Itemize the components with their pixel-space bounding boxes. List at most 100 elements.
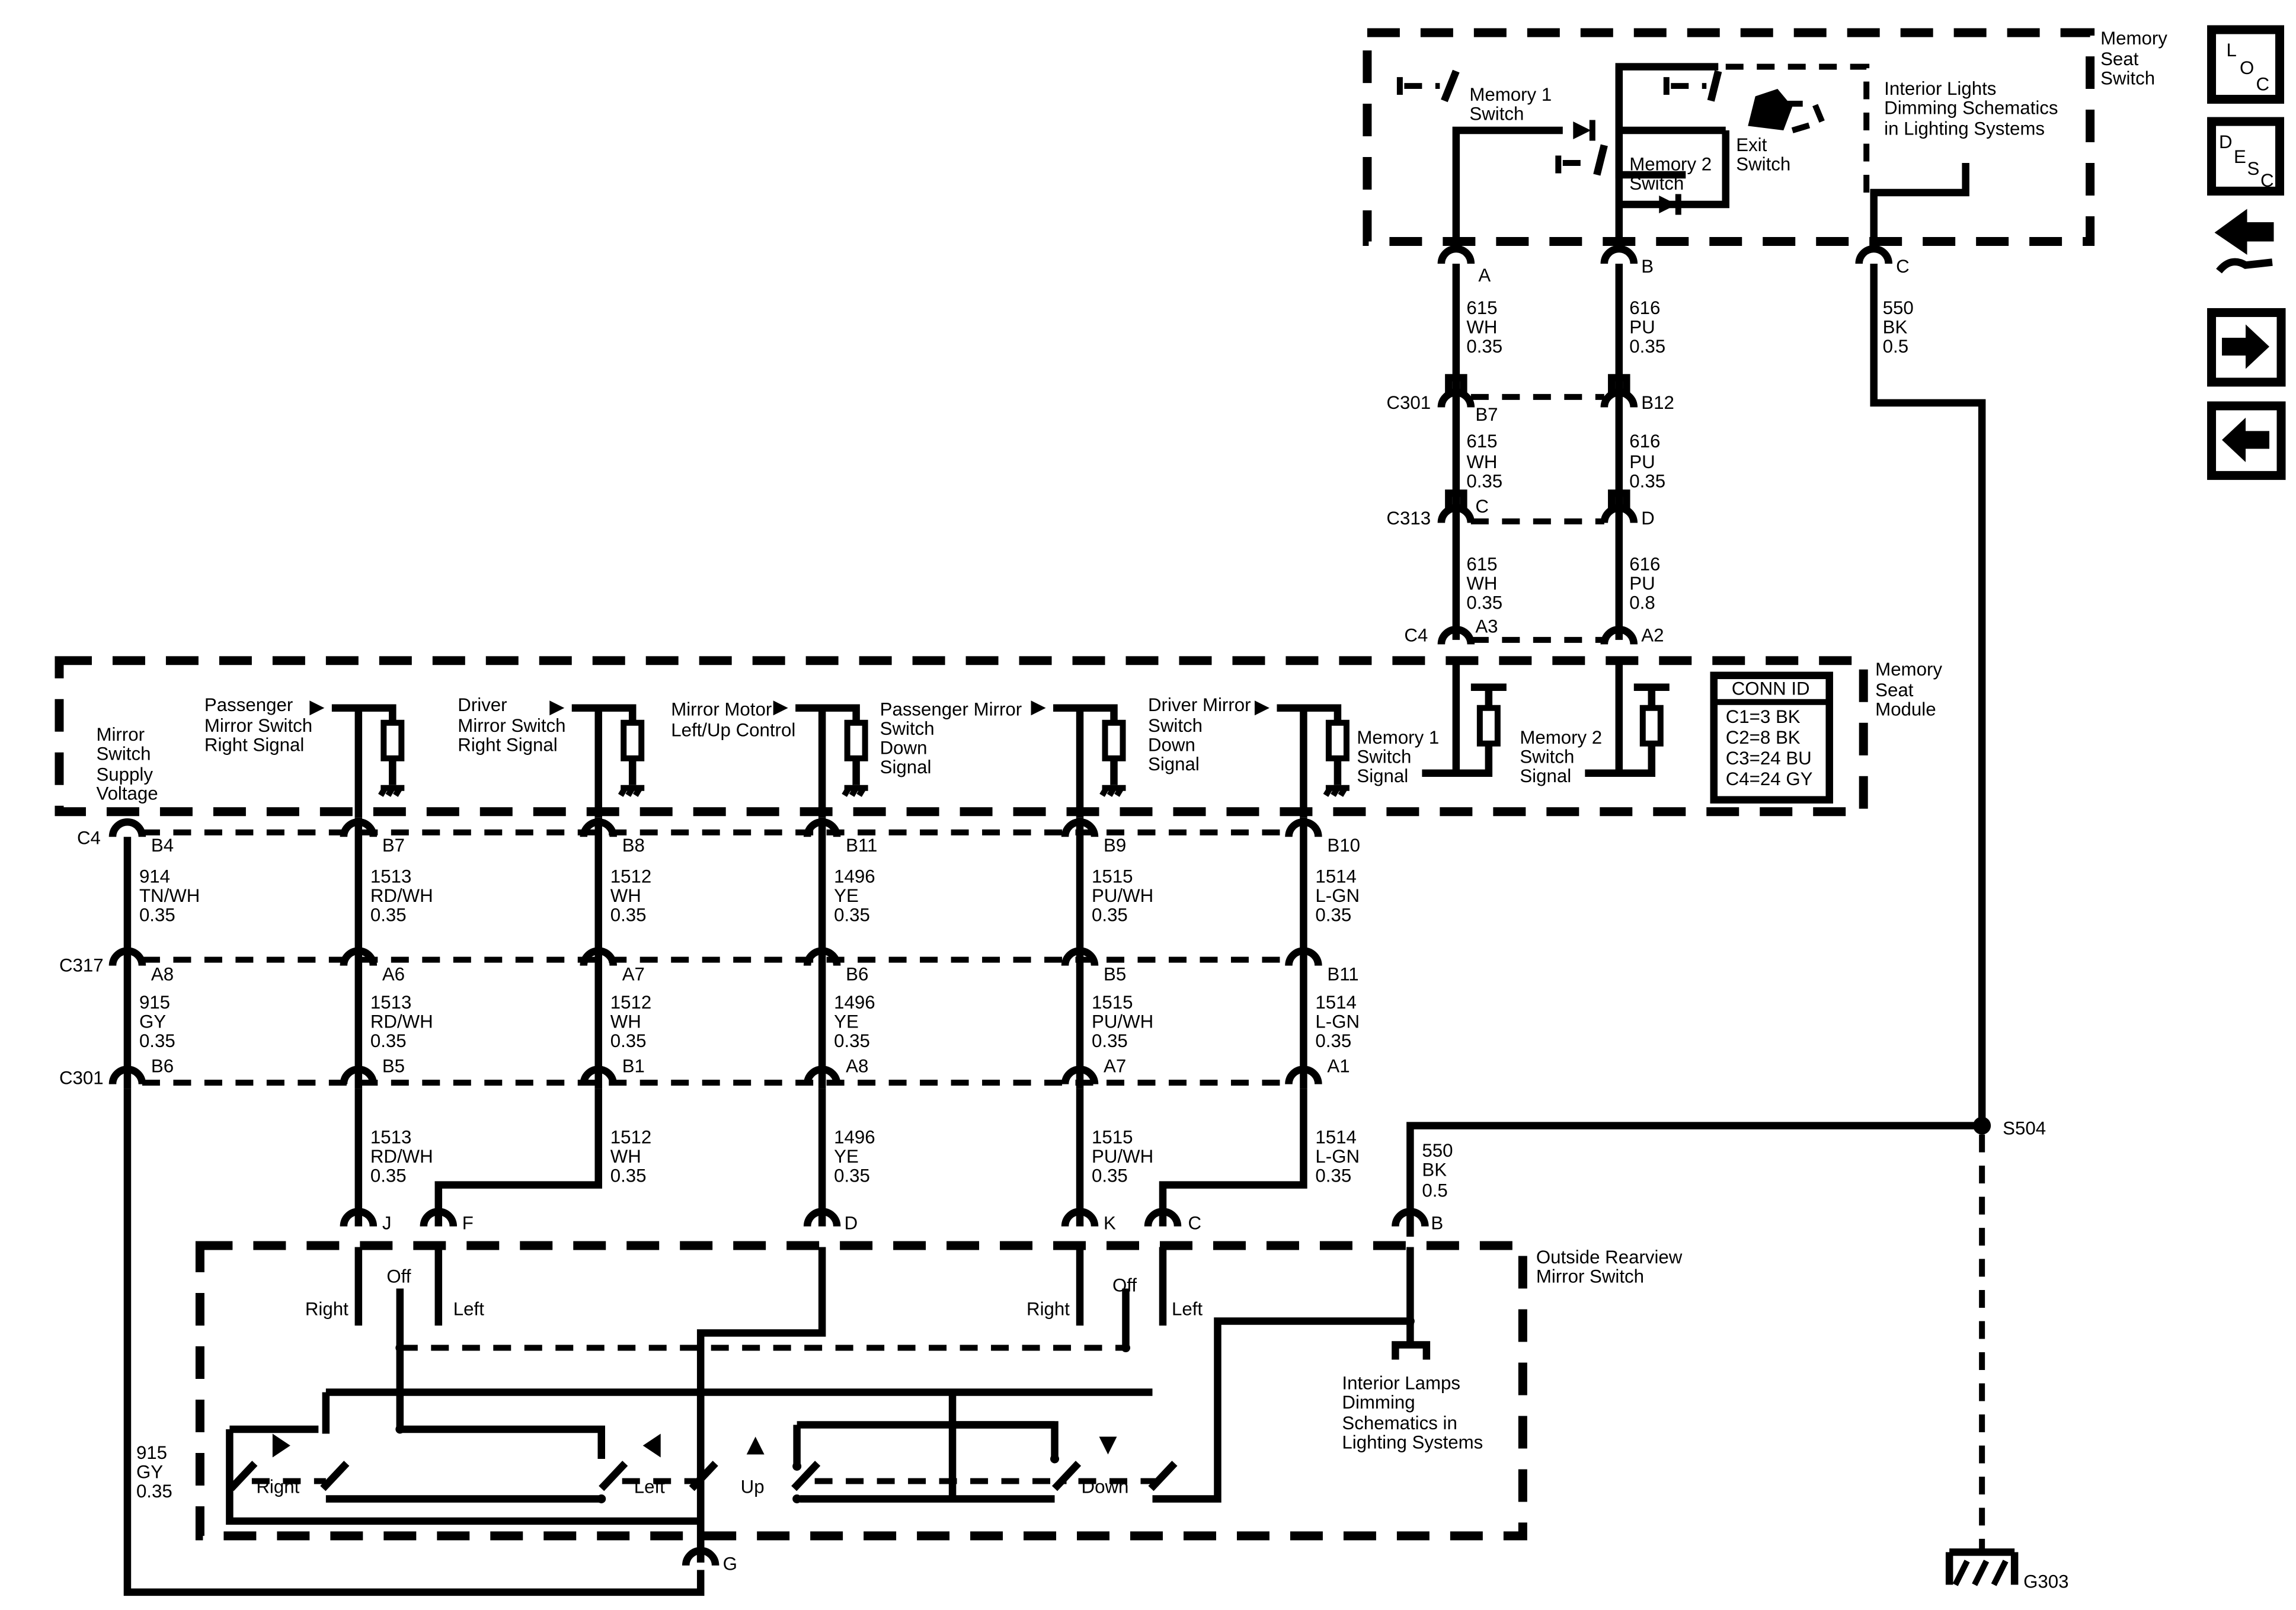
label-off-a: Off xyxy=(386,1266,411,1287)
mirror-switch-title-2: Mirror Switch xyxy=(1536,1266,1644,1287)
wire-row2-3-line-1: YE xyxy=(834,1012,859,1032)
wire-row2-5-line-1: L-GN xyxy=(1315,1012,1360,1032)
mirror-pin-b: B xyxy=(1431,1213,1443,1234)
diagnostic-tools-icon[interactable] xyxy=(2214,209,2274,274)
pin-c301-5: A1 xyxy=(1327,1056,1350,1077)
mirror-switch-title-1: Outside Rearview xyxy=(1536,1247,1683,1267)
c4-pin-a3: A3 xyxy=(1475,616,1498,636)
arrow-right-triangle-icon xyxy=(272,1433,290,1458)
label-drv-down-2: Switch xyxy=(1148,715,1203,736)
c301-pin-b12: B12 xyxy=(1641,392,1674,413)
conn-id-row-4: C4=24 GY xyxy=(1726,769,1813,789)
label-supply-3: Supply xyxy=(96,764,153,785)
wire-row3-4-line-2: 0.35 xyxy=(1315,1166,1351,1186)
dimming-lamps-3[interactable]: Schematics in xyxy=(1342,1413,1457,1433)
splice-s504 xyxy=(1973,1116,1991,1135)
dimming-lamps-2[interactable]: Dimming xyxy=(1342,1392,1415,1413)
mirror-pin-f: F xyxy=(462,1213,474,1234)
wire-row1-2-line-1: WH xyxy=(610,885,641,906)
wire-row3-0-line-2: 0.35 xyxy=(370,1166,407,1186)
mirror-pin-k: K xyxy=(1104,1213,1116,1234)
wire-550-c1-gauge: 0.5 xyxy=(1883,336,1908,357)
label-drv-down-4: Signal xyxy=(1148,754,1200,774)
pin-b: B xyxy=(1641,256,1654,277)
memory-seat-switch: Memory Seat Switch Memory 1 Switch Memor… xyxy=(1363,28,2167,246)
wire-row3-0-line-1: RD/WH xyxy=(370,1146,433,1167)
label-up-switch: Up xyxy=(741,1476,765,1497)
wire-row1-0-line-1: TN/WH xyxy=(139,885,200,906)
dimming-link-2[interactable]: Dimming Schematics xyxy=(1884,98,2058,119)
pin-c301-0: B6 xyxy=(151,1056,174,1077)
dimming-link-1[interactable]: Interior Lights xyxy=(1884,78,1996,99)
wire-616-b3-gauge: 0.8 xyxy=(1629,592,1655,613)
label-motor-2: Left/Up Control xyxy=(671,719,795,740)
conn-id-row-2: C2=8 BK xyxy=(1726,727,1801,748)
pin-c301-4: A7 xyxy=(1104,1056,1126,1077)
dimming-link-3[interactable]: in Lighting Systems xyxy=(1884,119,2045,139)
wire-615-a3-gauge: 0.35 xyxy=(1466,592,1502,613)
label-mem2-3: Signal xyxy=(1520,766,1571,786)
pin-c317-1: A6 xyxy=(382,964,405,985)
dimming-lamps-4[interactable]: Lighting Systems xyxy=(1342,1432,1483,1452)
conn-id-title: CONN ID xyxy=(1732,678,1810,699)
c301-pin-b7: B7 xyxy=(1475,404,1498,425)
ground-g303-icon xyxy=(1945,1548,2019,1586)
label-drv-right-2: Mirror Switch xyxy=(458,715,565,736)
outside-rearview-mirror-switch: Outside Rearview Mirror Switch Right Off… xyxy=(195,1241,1683,1563)
c313-pin-d: D xyxy=(1641,508,1655,529)
wire-row1-4-line-1: PU/WH xyxy=(1092,885,1153,906)
wire-row1-0-line-2: 0.35 xyxy=(139,905,175,926)
c317-label: C317 xyxy=(59,955,104,976)
module-title-2: Seat xyxy=(1875,680,1914,700)
c4-label: C4 xyxy=(77,828,101,849)
loc-letter-l: L xyxy=(2227,40,2237,60)
pin-c301-3: A8 xyxy=(846,1056,868,1077)
location-button[interactable]: L O C xyxy=(2207,25,2285,104)
label-mem1-3: Signal xyxy=(1357,766,1408,786)
arrow-left-triangle-icon xyxy=(642,1433,661,1458)
mirror-pin-j: J xyxy=(382,1213,392,1234)
label-left-a: Left xyxy=(453,1299,484,1320)
label-supply-1: Mirror xyxy=(96,724,145,745)
label-pass-right-3: Right Signal xyxy=(204,734,304,755)
label-right-b: Right xyxy=(1027,1299,1070,1320)
pin-c4-0: B4 xyxy=(151,835,174,856)
wire-915-return-gauge: 0.35 xyxy=(136,1481,172,1502)
label-pass-right-1: Passenger xyxy=(204,694,293,715)
label-drv-down-3: Down xyxy=(1148,734,1195,755)
wire-550-gauge: 0.5 xyxy=(1422,1180,1447,1201)
module-title-1: Memory xyxy=(1875,659,1942,680)
next-page-button[interactable] xyxy=(2207,308,2286,387)
wire-616-b1-color: PU xyxy=(1629,316,1655,337)
wire-row1-3-line-1: YE xyxy=(834,885,859,906)
label-drv-right-1: Driver xyxy=(458,694,507,715)
previous-page-button[interactable] xyxy=(2207,401,2286,480)
dimming-lamps-1[interactable]: Interior Lamps xyxy=(1342,1372,1460,1393)
wire-row1-0-line-0: 914 xyxy=(139,866,170,887)
pin-c: C xyxy=(1896,256,1910,277)
wire-550-color: BK xyxy=(1422,1160,1447,1180)
label-right-switch: Right xyxy=(256,1476,299,1497)
wire-615-a2-num: 615 xyxy=(1466,431,1497,452)
ground-g303-label: G303 xyxy=(2023,1571,2068,1592)
wire-550-c1-num: 550 xyxy=(1883,297,1914,318)
description-button[interactable]: D E S C xyxy=(2207,117,2285,196)
wire-row1-3-line-0: 1496 xyxy=(834,866,875,887)
wire-550-num: 550 xyxy=(1422,1140,1453,1161)
wire-row3-2-line-2: 0.35 xyxy=(834,1166,870,1186)
pin-c4-1: B7 xyxy=(382,835,405,856)
wire-616-b3-color: PU xyxy=(1629,573,1655,594)
wire-row1-1-line-0: 1513 xyxy=(370,866,411,887)
mirror-pin-g: G xyxy=(723,1553,737,1574)
arrow-down-triangle-icon xyxy=(1099,1436,1117,1455)
arrow-up-triangle-icon xyxy=(746,1436,765,1455)
wire-row2-0-line-0: 915 xyxy=(139,992,170,1013)
wire-615-a1-gauge: 0.35 xyxy=(1466,336,1502,357)
desc-letter-s: S xyxy=(2247,158,2260,179)
label-pass-right-2: Mirror Switch xyxy=(204,715,312,736)
wire-row3-1-line-2: 0.35 xyxy=(610,1166,647,1186)
wire-row2-1-line-2: 0.35 xyxy=(370,1030,407,1051)
label-mem1-2: Switch xyxy=(1357,746,1411,767)
wire-615-a2-color: WH xyxy=(1466,452,1497,472)
wire-row3-2-line-0: 1496 xyxy=(834,1127,875,1148)
